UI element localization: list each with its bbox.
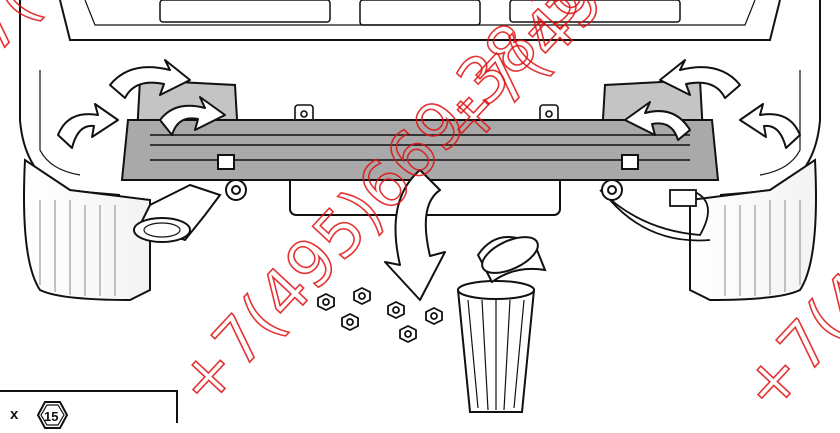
tow-eyes <box>225 179 623 201</box>
left-tire <box>23 158 151 302</box>
wiring-harness <box>599 189 711 242</box>
nut-5 <box>425 306 443 326</box>
tool-legend: x 15 <box>0 390 178 429</box>
arrow-right-top-icon <box>659 59 741 99</box>
removed-nuts <box>317 286 443 344</box>
bumper-reinforcement-bar <box>120 119 720 181</box>
arrow-left-mid-icon <box>159 96 226 136</box>
arrow-left-top-icon <box>109 59 191 99</box>
nut-3 <box>341 312 359 332</box>
exhaust-pipe <box>133 183 222 243</box>
trash-bin-icon <box>456 236 547 413</box>
arrow-right-mid-icon <box>624 101 691 141</box>
legend-multiplier: x <box>10 406 19 423</box>
arrow-bar-down-icon <box>384 169 446 301</box>
legend-nut-size: 15 <box>44 409 59 424</box>
removal-arrows <box>57 59 801 301</box>
arrow-right-outer-icon <box>739 103 801 149</box>
right-tire <box>689 158 817 302</box>
arrow-left-outer-icon <box>57 103 119 149</box>
nut-6 <box>399 324 417 344</box>
nut-1 <box>317 292 335 312</box>
nut-2 <box>353 286 371 306</box>
nut-4 <box>387 300 405 320</box>
bumper-removal-diagram: +7(495)669-38-38 +7(495)669-38-38 +7(495… <box>0 0 840 423</box>
